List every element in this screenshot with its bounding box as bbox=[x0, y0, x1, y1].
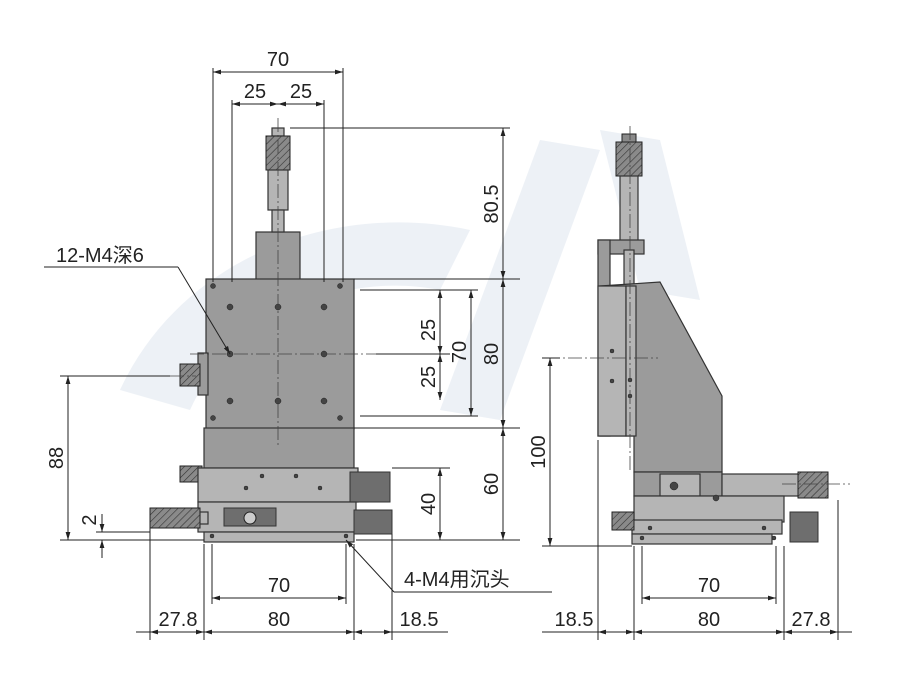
front-top-dimensions: 70 25 25 bbox=[212, 49, 344, 282]
dim-bottom-width: 80 bbox=[268, 609, 290, 631]
dim-left-overhang: 27.8 bbox=[159, 609, 198, 631]
front-micrometer bbox=[149, 507, 201, 529]
callout-base-holes: 4-M4用沉头 bbox=[404, 568, 510, 591]
dim-bottom-hole-pitch: 70 bbox=[268, 575, 290, 597]
base-plate bbox=[203, 531, 355, 543]
lower-stage bbox=[197, 467, 359, 503]
side-micrometer-thimble bbox=[615, 141, 643, 177]
dim-base-height: 40 bbox=[418, 493, 440, 515]
dim-side-height: 100 bbox=[528, 435, 550, 468]
side-knob-right bbox=[797, 471, 829, 499]
dim-table-height: 80 bbox=[481, 343, 503, 365]
side-view bbox=[546, 126, 850, 545]
middle-stage bbox=[203, 427, 355, 469]
dim-side-width: 80 bbox=[698, 609, 720, 631]
dim-pitch-total: 70 bbox=[449, 341, 471, 363]
side-dimensions: 100 70 80 18.5 27.8 bbox=[528, 357, 852, 640]
dim-side-right-overhang: 27.8 bbox=[792, 609, 831, 631]
dim-top-width: 70 bbox=[267, 49, 289, 71]
front-view bbox=[149, 118, 393, 543]
base-stage bbox=[197, 501, 357, 533]
dim-left-height: 88 bbox=[46, 447, 68, 469]
dim-micrometer-height: 80.5 bbox=[481, 185, 503, 224]
dim-half-left: 25 bbox=[244, 81, 266, 103]
front-left-dimensions: 88 2 bbox=[46, 375, 204, 558]
dim-left-offset: 2 bbox=[79, 514, 101, 525]
dim-pitch-upper: 25 bbox=[418, 319, 440, 341]
dim-pitch-lower: 25 bbox=[418, 366, 440, 388]
front-right-dimensions: 80.5 80 60 70 25 25 40 bbox=[290, 127, 520, 541]
dim-right-overhang: 18.5 bbox=[400, 609, 439, 631]
front-bottom-dimensions: 70 80 27.8 18.5 bbox=[136, 528, 448, 640]
dim-lower-height: 60 bbox=[481, 473, 503, 495]
side-knob bbox=[179, 363, 201, 387]
dim-side-left-overhang: 18.5 bbox=[555, 609, 594, 631]
dim-half-right: 25 bbox=[290, 81, 312, 103]
callouts: 12-M4深6 4-M4用沉头 bbox=[44, 244, 552, 593]
dim-side-hole-pitch: 70 bbox=[698, 575, 720, 597]
callout-top-holes: 12-M4深6 bbox=[56, 244, 144, 267]
